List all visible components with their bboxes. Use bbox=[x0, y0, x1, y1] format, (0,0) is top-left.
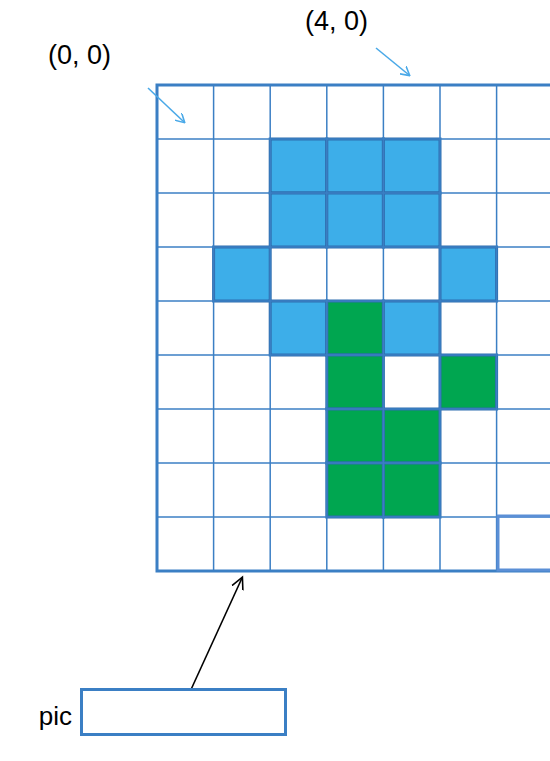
variable-name: pic bbox=[39, 701, 72, 732]
coordinate-label: (0, 0) bbox=[48, 40, 111, 71]
variable-box: pic bbox=[80, 688, 287, 736]
coordinate-label: (4, 0) bbox=[305, 6, 368, 37]
